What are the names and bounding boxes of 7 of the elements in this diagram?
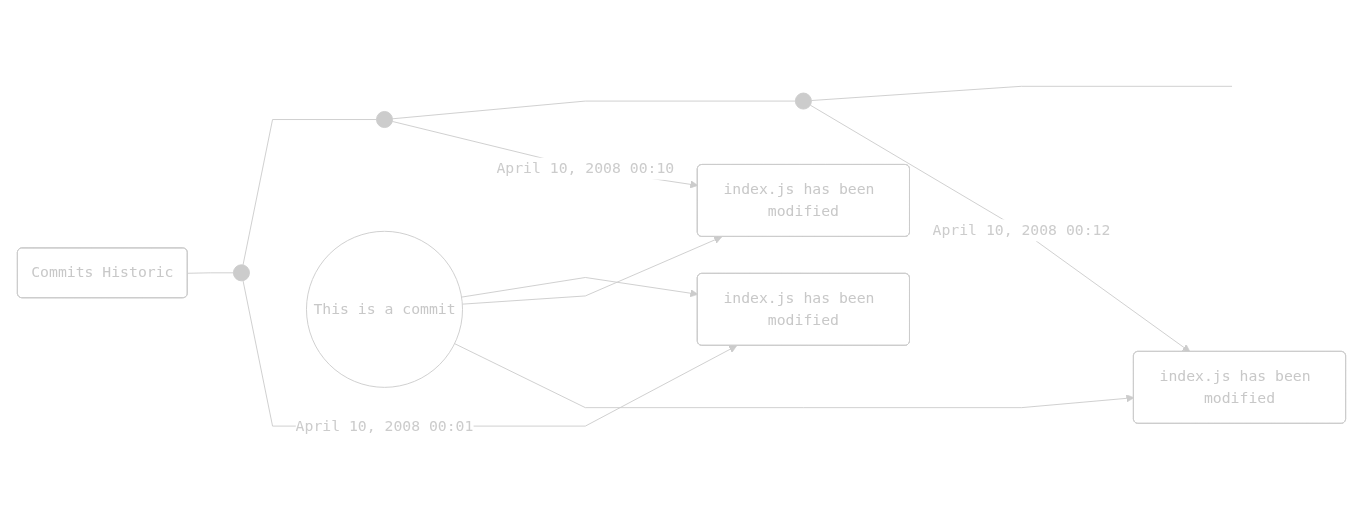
connector [242,119,377,266]
connector [392,100,796,120]
connector [187,272,234,274]
node-circle [794,92,812,110]
node-circle [376,111,393,128]
node-circle [232,264,250,282]
connector [810,85,1233,101]
